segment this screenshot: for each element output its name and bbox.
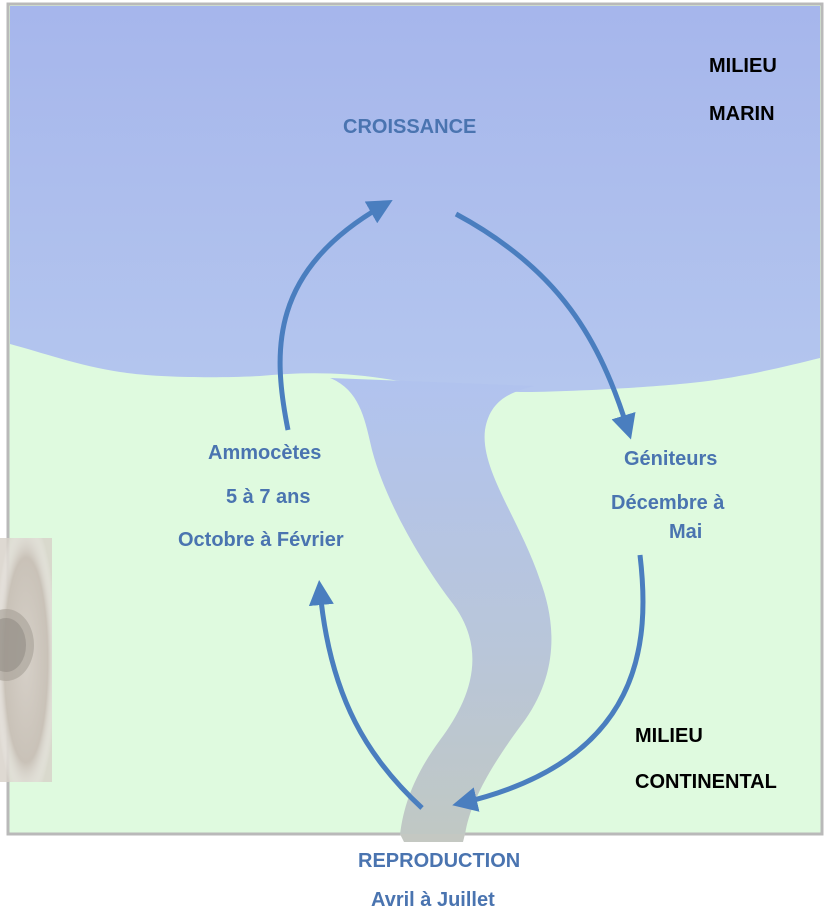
milieu-marin-line1: MILIEU [709,56,777,76]
ammocetes-period: Octobre à Février [178,530,344,550]
ammocetes-title: Ammocètes [208,443,321,463]
milieu-marin-line2: MARIN [709,104,775,124]
geniteurs-period-line2: Mai [669,522,702,542]
geniteurs-title: Géniteurs [624,449,717,469]
milieu-continental-line2: CONTINENTAL [635,772,777,792]
croissance-label: CROISSANCE [343,117,476,137]
ammocetes-age: 5 à 7 ans [226,487,311,507]
reproduction-period: Avril à Juillet [371,890,495,910]
geniteurs-period-line1: Décembre à [611,493,724,513]
marine-zone [10,6,820,392]
milieu-continental-line1: MILIEU [635,726,703,746]
egg-photo [0,538,52,782]
river-mouth [400,834,465,842]
reproduction-title: REPRODUCTION [358,851,520,871]
